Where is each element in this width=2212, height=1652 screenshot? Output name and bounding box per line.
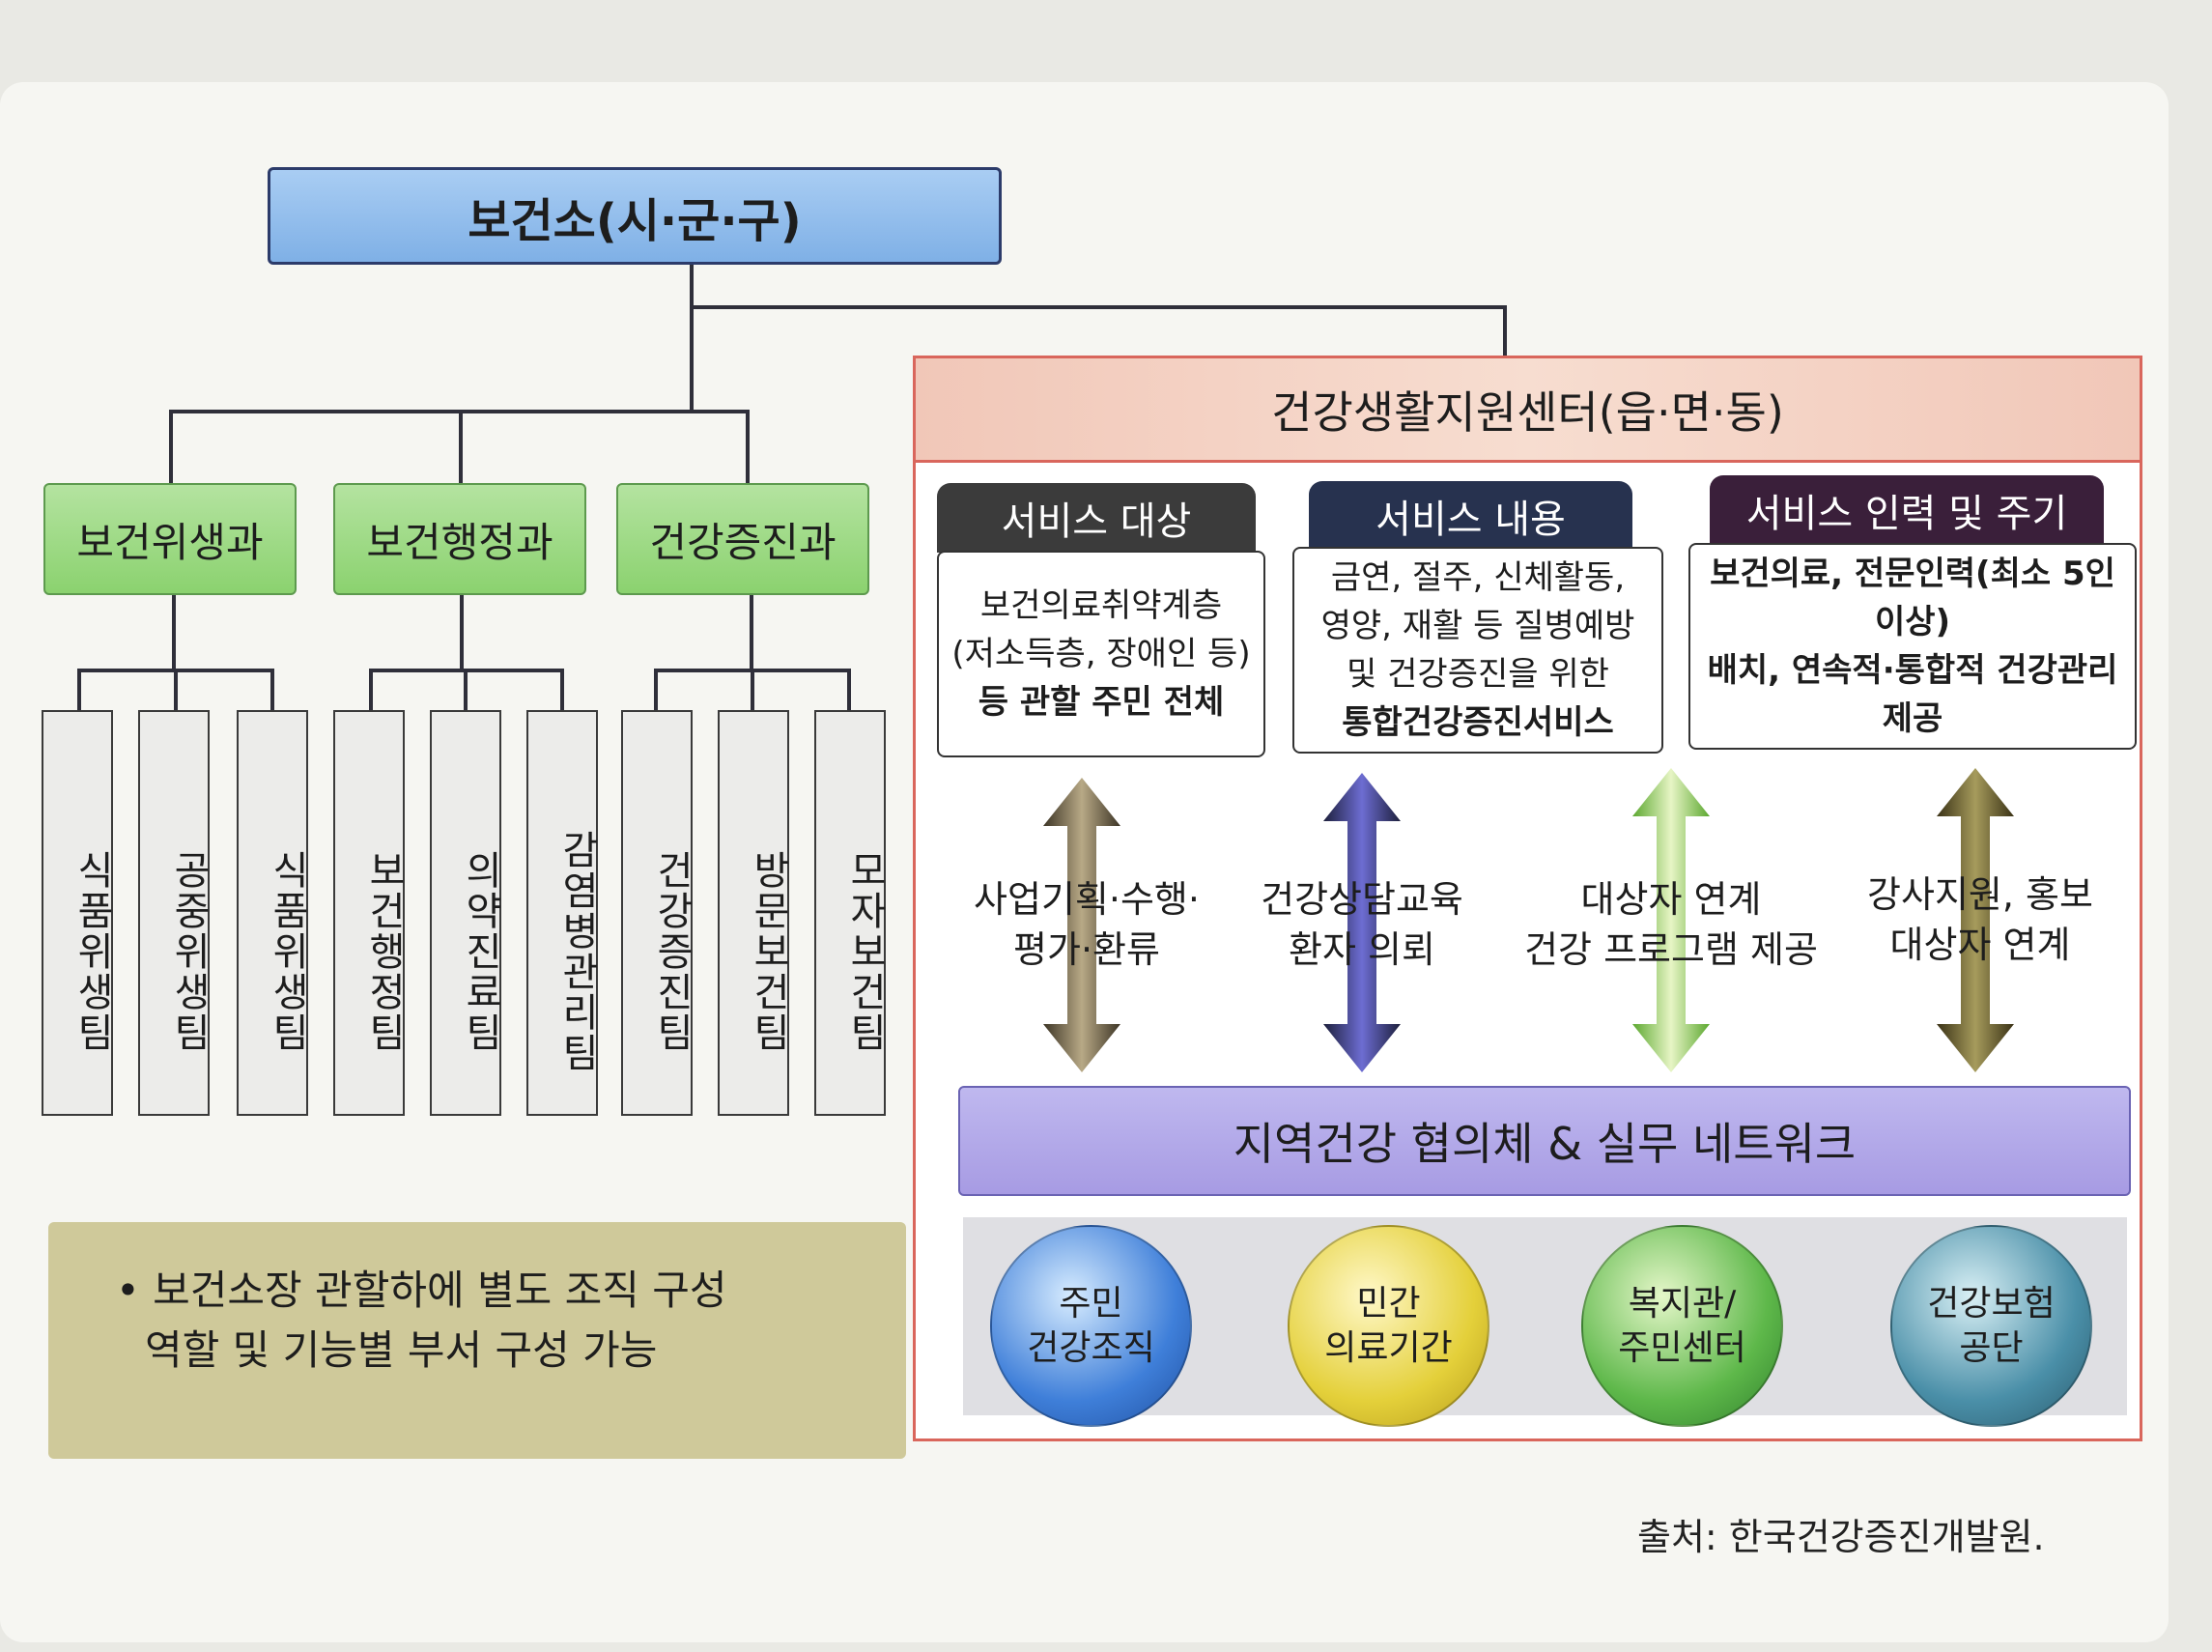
source-caption: 출처: 한국건강증진개발원.: [1637, 1516, 2045, 1558]
connector-line: [847, 669, 851, 712]
center-title: 건강생활지원센터(읍·면·동): [1271, 385, 1784, 439]
dept-box-hygiene: 보건위생과: [43, 483, 297, 595]
network-bar: 지역건강 협의체 & 실무 네트워크: [958, 1086, 2131, 1196]
arrow-label-support: 강사지원, 홍보 대상자 연계: [1867, 873, 2093, 966]
connector-line: [77, 669, 81, 712]
team-label: 공중위생팀: [166, 850, 211, 1053]
team-label: 방문보건팀: [746, 850, 790, 1053]
arrow-label-counsel: 건강상담교육 환자 의뢰: [1261, 878, 1463, 971]
service-target-body: 보건의료취약계층 (저소득층, 장애인 등) 등 관할 주민 전체: [937, 551, 1265, 757]
connector-line: [690, 259, 694, 307]
connector-line: [750, 593, 753, 670]
connector-line: [746, 410, 750, 485]
double-arrow-icon: [1632, 768, 1710, 1072]
double-arrow-icon: [1323, 773, 1401, 1072]
team-label: 건강증진팀: [649, 850, 694, 1053]
connector-line: [464, 669, 468, 712]
dept-box-admin: 보건행정과: [333, 483, 586, 595]
connector-line: [459, 410, 463, 485]
team-box: 의약진료팀: [430, 710, 502, 1116]
partner-private-medical: 민간 의료기간: [1288, 1225, 1489, 1427]
service-staff-body: 보건의료, 전문인력(최소 5인 이상) 배치, 연속적·통합적 건강관리 제공: [1688, 543, 2137, 750]
team-box: 감염병관리팀: [526, 710, 599, 1116]
team-label: 감염병관리팀: [554, 830, 599, 1073]
service-content-title: 서비스 내용: [1309, 481, 1632, 551]
arrow-label-planning: 사업기획·수행· 평가·환류: [974, 878, 1200, 971]
connector-line: [560, 669, 564, 712]
connector-line: [174, 669, 178, 712]
team-label: 의약진료팀: [458, 850, 502, 1053]
partner-health-insurance: 건강보험 공단: [1890, 1225, 2092, 1427]
connector-line: [654, 669, 658, 712]
team-box: 모자보건팀: [814, 710, 887, 1116]
partner-welfare-center: 복지관/ 주민센터: [1581, 1225, 1783, 1427]
arrow-label-linkage: 대상자 연계 건강 프로그램 제공: [1524, 878, 1818, 971]
partner-residents-org: 주민 건강조직: [990, 1225, 1192, 1427]
dept-label: 보건위생과: [76, 518, 264, 566]
connector-line: [690, 305, 1507, 309]
double-arrow-icon: [1937, 768, 2014, 1072]
center-header: 건강생활지원센터(읍·면·동): [916, 358, 2140, 463]
dept-box-promotion: 건강증진과: [616, 483, 869, 595]
service-target-title: 서비스 대상: [937, 483, 1256, 553]
connector-line: [172, 593, 176, 670]
team-box: 식품위생팀: [42, 710, 114, 1116]
team-box: 공중위생팀: [138, 710, 211, 1116]
note-line-1: • 보건소장 관할하에 별도 조직 구성: [116, 1267, 727, 1314]
note-box: • 보건소장 관할하에 별도 조직 구성 역할 및 기능별 부서 구성 가능: [48, 1222, 906, 1459]
root-title: 보건소(시·군·구): [468, 193, 802, 248]
team-label: 모자보건팀: [842, 850, 887, 1053]
team-label: 보건행정팀: [361, 850, 406, 1053]
connector-line: [369, 669, 373, 712]
double-arrow-icon: [1043, 778, 1120, 1072]
dept-label: 건강증진과: [649, 518, 837, 566]
team-box: 건강증진팀: [621, 710, 694, 1116]
connector-line: [169, 410, 173, 485]
service-content-body: 금연, 절주, 신체활동, 영양, 재활 등 질병예방 및 건강증진을 위한 통…: [1292, 547, 1663, 754]
team-box: 식품위생팀: [237, 710, 309, 1116]
dept-label: 보건행정과: [366, 518, 553, 566]
bullet: •: [116, 1267, 140, 1314]
team-label: 식품위생팀: [70, 850, 114, 1053]
service-staff-title: 서비스 인력 및 주기: [1710, 475, 2104, 545]
team-box: 보건행정팀: [333, 710, 406, 1116]
connector-line: [1503, 305, 1507, 358]
connector-line: [690, 305, 694, 412]
note-line-2: 역할 및 기능별 부서 구성 가능: [145, 1326, 658, 1374]
connector-line: [270, 669, 274, 712]
connector-line: [460, 593, 464, 670]
team-label: 식품위생팀: [265, 850, 309, 1053]
team-box: 방문보건팀: [718, 710, 790, 1116]
root-health-center-box: 보건소(시·군·구): [268, 167, 1002, 265]
connector-line: [751, 669, 754, 712]
